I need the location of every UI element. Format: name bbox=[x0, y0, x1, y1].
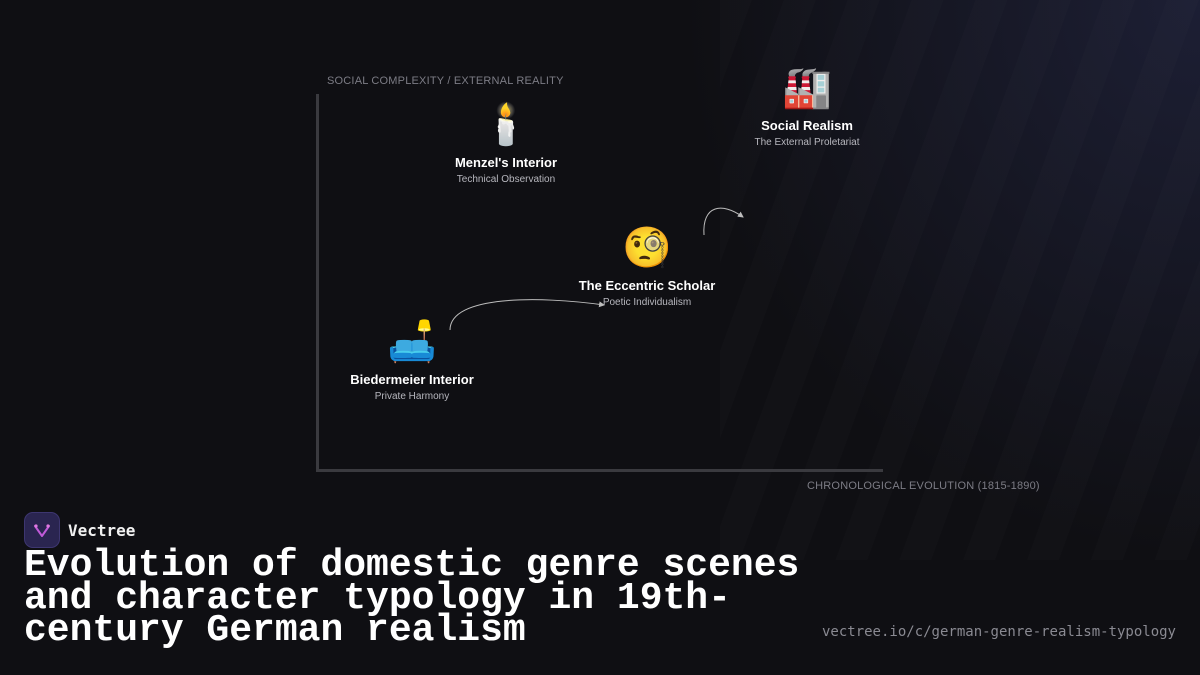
vectree-logo-icon bbox=[24, 512, 60, 548]
node-eccentric-scholar: 🧐 The Eccentric Scholar Poetic Individua… bbox=[579, 224, 716, 308]
node-title: The Eccentric Scholar bbox=[578, 278, 716, 293]
brand[interactable]: Vectree bbox=[24, 512, 135, 548]
node-social-realism: 🏭 Social Realism The External Proletaria… bbox=[754, 64, 859, 148]
x-axis-label: CHRONOLOGICAL EVOLUTION (1815-1890) bbox=[807, 480, 1040, 492]
brand-name: Vectree bbox=[68, 520, 136, 540]
page-title: Evolution of domestic genre scenes and c… bbox=[24, 544, 800, 652]
factory-icon: 🏭 bbox=[782, 66, 832, 110]
node-subtitle: The External Proletariat bbox=[754, 137, 860, 148]
node-title: Biedermeier Interior bbox=[350, 372, 474, 387]
node-subtitle: Private Harmony bbox=[374, 391, 450, 402]
node-title: Social Realism bbox=[761, 118, 853, 133]
arrow-biedermeier-to-scholar bbox=[449, 299, 605, 331]
arrow-scholar-to-social-realism bbox=[703, 207, 744, 236]
source-url[interactable]: vectree.io/c/german-genre-realism-typolo… bbox=[821, 624, 1176, 640]
monocle-face-icon: 🧐 bbox=[622, 226, 672, 270]
y-axis-line bbox=[316, 94, 319, 472]
node-subtitle: Poetic Individualism bbox=[602, 297, 692, 308]
candle-icon: 🕯️ bbox=[481, 103, 531, 147]
couch-and-lamp-icon: 🛋️ bbox=[387, 320, 437, 364]
node-menzels-interior: 🕯️ Menzel's Interior Technical Observati… bbox=[455, 101, 557, 185]
node-biedermeier-interior: 🛋️ Biedermeier Interior Private Harmony bbox=[350, 318, 474, 402]
node-title: Menzel's Interior bbox=[454, 155, 558, 170]
y-axis-label: SOCIAL COMPLEXITY / EXTERNAL REALITY bbox=[327, 75, 564, 87]
node-subtitle: Technical Observation bbox=[456, 174, 556, 185]
x-axis-line bbox=[316, 469, 883, 472]
